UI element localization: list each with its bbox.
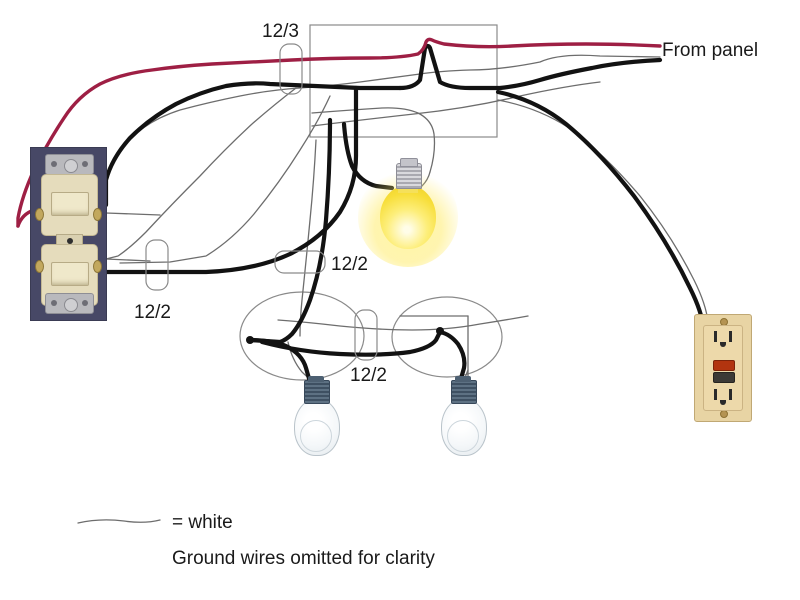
switch-terminal-right-lower bbox=[93, 260, 102, 273]
label-cable-12-2-switch: 12/2 bbox=[134, 302, 171, 323]
black-wire-switch-hot bbox=[101, 85, 359, 275]
right-round-junction-box bbox=[391, 296, 503, 378]
gfci-face bbox=[703, 325, 743, 411]
bulb-screw-base bbox=[451, 380, 477, 404]
gfci-plate-screw-bottom-icon bbox=[720, 410, 728, 418]
strap-hole-right-icon bbox=[82, 161, 88, 167]
wire-node-right-box bbox=[436, 327, 444, 335]
switch-mounting-strap-bottom bbox=[45, 293, 94, 314]
bulb-inner-ring bbox=[300, 420, 332, 452]
switch-terminal-right-upper bbox=[93, 208, 102, 221]
white-wire-switch-stub-a bbox=[105, 212, 161, 216]
white-wire-round-left-out bbox=[277, 315, 529, 331]
strap-screw-top-icon bbox=[63, 158, 78, 173]
bulb-inner-ring bbox=[447, 420, 479, 452]
switch-toggle-upper[interactable] bbox=[51, 192, 89, 216]
cable-marker-12-3 bbox=[279, 43, 303, 95]
white-wire-gfci bbox=[497, 99, 709, 393]
black-wire-to-lower-box bbox=[247, 117, 333, 345]
gfci-ground-slot-icon bbox=[720, 400, 726, 405]
white-wire-switch-feed-2 bbox=[119, 95, 331, 264]
black-wire-round-right bbox=[437, 329, 467, 385]
label-cable-12-3: 12/3 bbox=[262, 21, 299, 42]
white-wire-switch-stub-b bbox=[105, 258, 151, 262]
black-wire-from-panel bbox=[397, 43, 663, 91]
gfci-slot-icon bbox=[729, 331, 732, 342]
white-wire-switch-feed bbox=[105, 87, 297, 260]
switch-terminal-left-lower bbox=[35, 260, 44, 273]
main-junction-box bbox=[309, 24, 498, 138]
cable-marker-12-2-switch bbox=[145, 239, 169, 291]
gfci-test-button[interactable] bbox=[713, 360, 735, 371]
gfci-reset-button[interactable] bbox=[713, 372, 735, 383]
label-cable-12-2-upper: 12/2 bbox=[331, 254, 368, 275]
white-wire-box-right-cross bbox=[311, 81, 601, 127]
switch-terminal-left-upper bbox=[35, 208, 44, 221]
black-wire-gfci bbox=[495, 89, 725, 395]
switch-middle-screw-icon bbox=[66, 238, 73, 244]
gfci-outlet-top[interactable] bbox=[708, 331, 738, 347]
legend-white-wire-label: = white bbox=[172, 512, 233, 533]
red-wire-group bbox=[16, 37, 662, 228]
lit-light-bulb bbox=[358, 158, 458, 267]
unlit-light-bulb-right bbox=[438, 376, 488, 456]
duplex-switch-device[interactable] bbox=[31, 148, 106, 320]
cable-marker-group bbox=[145, 43, 378, 361]
unlit-light-bulb-left bbox=[291, 376, 341, 456]
switch-toggle-lower[interactable] bbox=[51, 262, 89, 286]
bulb-glass bbox=[380, 185, 436, 249]
strap-screw-bottom-icon bbox=[63, 297, 78, 312]
label-cable-12-2-lower: 12/2 bbox=[350, 365, 387, 386]
wire-node-left-box bbox=[246, 336, 254, 344]
gfci-slot-icon bbox=[729, 389, 732, 400]
red-wire-from-panel-to-switch bbox=[16, 37, 662, 228]
bulb-contact-cap bbox=[455, 376, 471, 382]
cable-marker-12-2-upper bbox=[274, 250, 326, 274]
legend-ground-note: Ground wires omitted for clarity bbox=[172, 548, 435, 569]
left-round-junction-box bbox=[239, 291, 365, 381]
strap-hole-right-icon bbox=[82, 300, 88, 306]
switch-upper-body[interactable] bbox=[41, 174, 98, 236]
gfci-slot-icon bbox=[714, 331, 717, 342]
gfci-slot-icon bbox=[714, 389, 717, 400]
gfci-outlet-bottom[interactable] bbox=[708, 389, 738, 405]
bulb-contact-cap bbox=[308, 376, 324, 382]
switch-mounting-strap-top bbox=[45, 154, 94, 175]
strap-hole-left-icon bbox=[51, 161, 57, 167]
strap-hole-left-icon bbox=[51, 300, 57, 306]
cable-marker-12-2-lower bbox=[354, 309, 378, 361]
label-from-panel: From panel bbox=[662, 40, 759, 61]
gfci-receptacle-device[interactable] bbox=[694, 314, 752, 422]
gfci-ground-slot-icon bbox=[720, 342, 726, 347]
black-wire-between-boxes bbox=[259, 329, 443, 357]
bulb-contact-cap bbox=[400, 158, 418, 167]
black-wire-group bbox=[101, 43, 725, 395]
legend-white-wire-sample bbox=[77, 519, 161, 524]
bulb-screw-base bbox=[304, 380, 330, 404]
black-wire-box-to-left bbox=[103, 81, 403, 208]
